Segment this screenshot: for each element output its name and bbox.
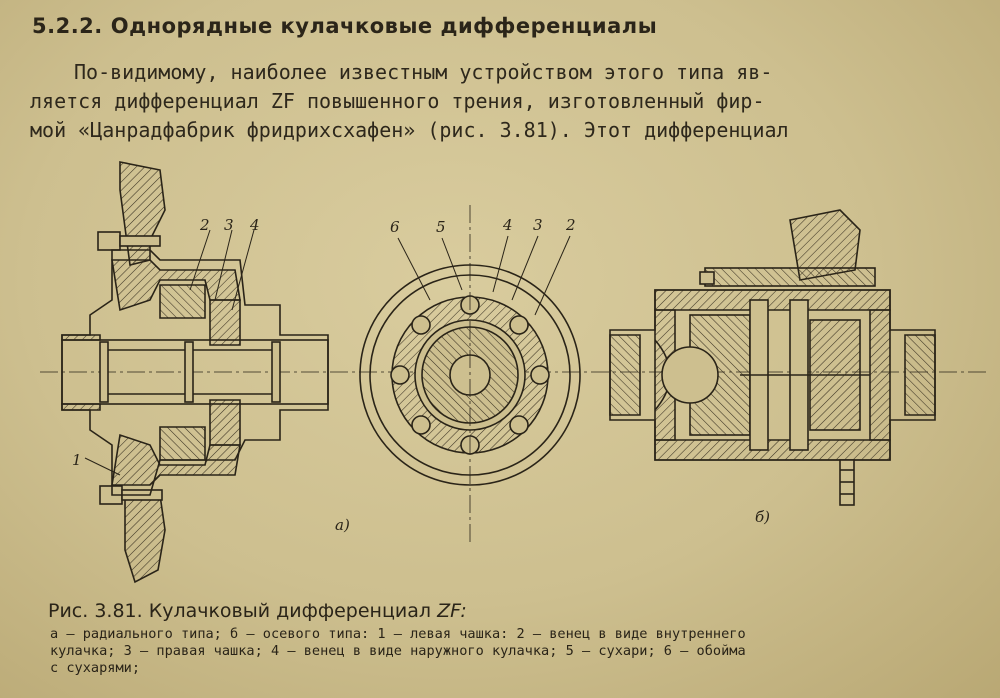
figure-caption-legend: а — радиального типа; б — осевого типа: … — [50, 626, 950, 677]
callout-mid-4: 4 — [502, 216, 513, 234]
drawing-a-radial-section — [40, 161, 990, 584]
body-paragraph: По-видимому, наиболее известным устройст… — [30, 58, 958, 145]
section-number: 5.2.2. — [32, 14, 103, 38]
paragraph-line: мой «Цанрадфабрик фридрихсхафен» (рис. 3… — [30, 118, 789, 142]
section-title: Однорядные кулачковые дифференциалы — [110, 14, 658, 38]
paragraph-line: По-видимому, наиболее известным устройст… — [74, 60, 773, 84]
callout-a-3: 3 — [224, 216, 234, 234]
figure-caption-title: Рис. 3.81. Кулачковый дифференциал ZF: — [48, 600, 467, 622]
callout-mid-2: 2 — [565, 216, 576, 234]
callout-a-4: 4 — [249, 216, 260, 234]
paragraph-line: ляется дифференциал ZF повышенного трени… — [30, 89, 765, 113]
callout-mid-3: 3 — [533, 216, 543, 234]
caption-title-suffix: ZF: — [437, 600, 467, 622]
drawing-a-circular-view — [359, 205, 581, 545]
caption-line: а — радиального типа; б — осевого типа: … — [50, 626, 746, 642]
callout-a-1: 1 — [72, 451, 82, 469]
caption-title-prefix: Рис. 3.81. Кулачковый дифференциал — [48, 600, 432, 622]
callout-mid-5: 5 — [436, 218, 446, 236]
callout-a-2: 2 — [199, 216, 210, 234]
drawing-b-axial-section — [609, 209, 936, 506]
label-b: б) — [755, 508, 770, 526]
callout-mid-6: 6 — [390, 218, 400, 236]
label-a: а) — [335, 516, 350, 534]
caption-line: с сухарями; — [50, 660, 141, 676]
section-heading: 5.2.2. Однорядные кулачковые дифференциал… — [32, 14, 657, 38]
technical-drawing: 2 3 4 1 — [40, 161, 990, 584]
caption-line: кулачка; 3 — правая чашка; 4 — венец в в… — [50, 643, 746, 659]
